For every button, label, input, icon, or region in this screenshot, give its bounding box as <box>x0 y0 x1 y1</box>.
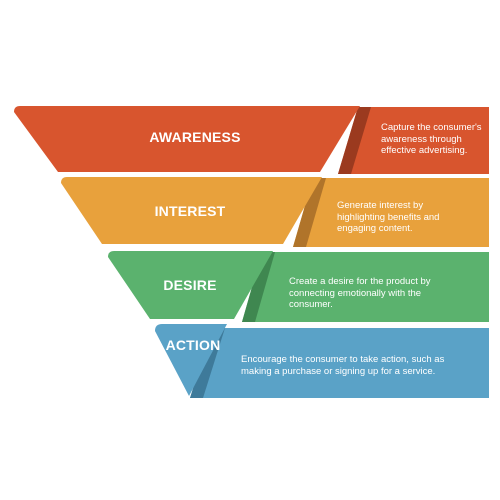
awareness-funnel-segment <box>14 106 360 172</box>
stage-description-desire: Create a desire for the product by conne… <box>289 276 431 310</box>
action-shadow <box>190 328 225 398</box>
interest-shadow <box>293 178 326 247</box>
awareness-shadow <box>338 107 371 174</box>
stage-title-awareness: AWARENESS <box>149 129 241 145</box>
stage-title-action: ACTION <box>165 337 221 353</box>
stage-action <box>155 324 489 398</box>
awareness-panel <box>338 107 489 174</box>
stage-description-awareness: Capture the consumer's awareness through… <box>381 122 482 156</box>
interest-panel <box>293 178 489 247</box>
desire-panel <box>242 252 489 322</box>
stage-description-action: Encourage the consumer to take action, s… <box>241 354 445 377</box>
action-funnel-segment <box>155 324 227 396</box>
desire-shadow <box>242 252 275 322</box>
stage-title-desire: DESIRE <box>163 277 217 293</box>
stage-description-interest: Generate interest by highlighting benefi… <box>337 200 440 234</box>
interest-funnel-segment <box>61 177 322 244</box>
stage-interest <box>61 177 489 247</box>
stage-awareness <box>14 106 489 174</box>
action-panel <box>190 328 489 398</box>
stage-title-interest: INTEREST <box>154 203 226 219</box>
desire-funnel-segment <box>108 251 273 319</box>
stage-desire <box>108 251 489 322</box>
